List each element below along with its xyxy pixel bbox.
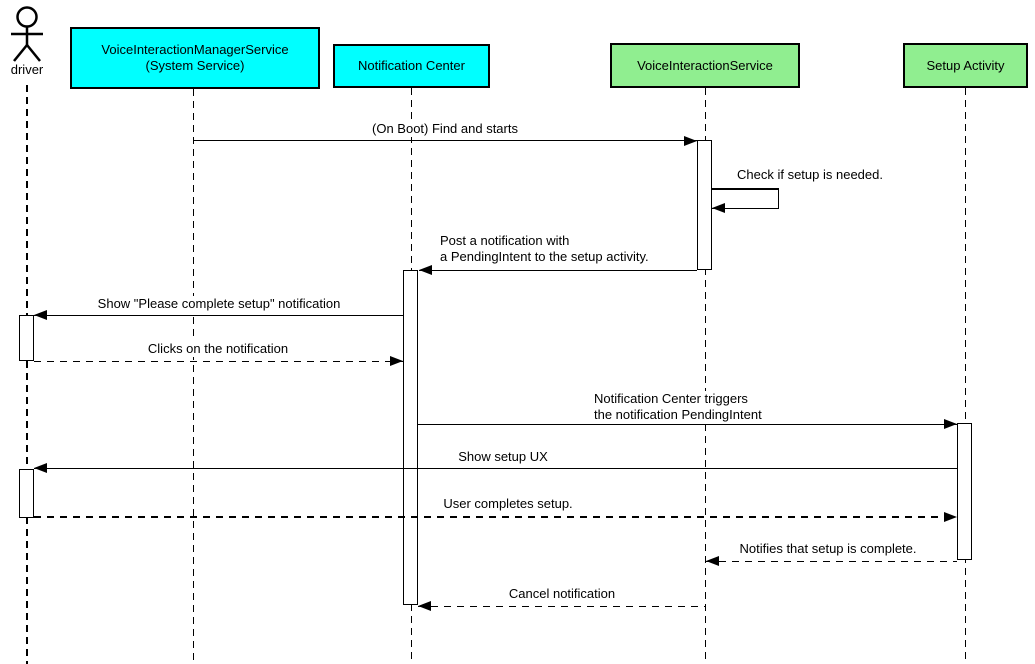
message-line bbox=[777, 188, 779, 208]
arrowhead bbox=[706, 556, 719, 566]
message-label: Check if setup is needed. bbox=[735, 167, 885, 183]
message-label: Show setup UX bbox=[456, 449, 550, 465]
participant-voice-interaction-service: VoiceInteractionService bbox=[610, 43, 800, 88]
activation-voice-interaction-service bbox=[697, 140, 712, 270]
arrowhead bbox=[944, 419, 957, 429]
arrowhead bbox=[419, 265, 432, 275]
message-line bbox=[34, 360, 403, 362]
arrowhead bbox=[712, 203, 725, 214]
participant-label: Setup Activity bbox=[926, 57, 1005, 73]
participant-notification-center: Notification Center bbox=[333, 44, 490, 88]
activation-driver-2 bbox=[19, 469, 34, 518]
message-line bbox=[712, 188, 779, 190]
activation-notification-center bbox=[403, 270, 418, 605]
participant-label: Notification Center bbox=[358, 58, 465, 73]
message-label: Notification Center triggers the notific… bbox=[592, 391, 764, 423]
activation-driver-1 bbox=[19, 315, 34, 361]
lifeline-voice-interaction-manager-service bbox=[192, 89, 194, 664]
participant-label: (System Service) bbox=[145, 58, 245, 73]
message-label: Post a notification with a PendingIntent… bbox=[438, 233, 651, 265]
lifeline-driver bbox=[26, 85, 28, 664]
arrowhead bbox=[944, 511, 957, 522]
activation-setup-activity bbox=[957, 423, 972, 560]
arrowhead bbox=[34, 463, 47, 473]
participant-label: VoiceInteractionManagerService bbox=[101, 42, 289, 57]
message-line bbox=[712, 207, 779, 209]
message-line bbox=[34, 314, 403, 316]
arrowhead bbox=[418, 601, 431, 611]
message-label: Show "Please complete setup" notificatio… bbox=[95, 296, 343, 312]
message-label: (On Boot) Find and starts bbox=[370, 121, 520, 137]
arrowhead bbox=[34, 310, 47, 320]
arrowhead bbox=[390, 356, 403, 366]
message-label: Clicks on the notification bbox=[145, 341, 291, 357]
message-line bbox=[34, 467, 957, 469]
arrowhead bbox=[684, 135, 697, 146]
message-line bbox=[193, 139, 697, 142]
participant-setup-activity: Setup Activity bbox=[903, 43, 1028, 88]
message-label: User completes setup. bbox=[441, 496, 575, 512]
message-line bbox=[418, 423, 957, 425]
message-line bbox=[706, 560, 957, 562]
message-line bbox=[34, 516, 957, 518]
message-line bbox=[418, 605, 705, 607]
message-line bbox=[419, 269, 697, 271]
lifeline-setup-activity bbox=[964, 88, 966, 664]
message-label: Notifies that setup is complete. bbox=[737, 541, 919, 557]
actor-driver-icon bbox=[11, 6, 43, 62]
lifeline-voice-interaction-service bbox=[704, 88, 706, 664]
participant-voice-interaction-manager-service: VoiceInteractionManagerService (System S… bbox=[70, 27, 320, 89]
participant-label: VoiceInteractionService bbox=[637, 57, 773, 73]
actor-label: driver bbox=[8, 62, 46, 78]
message-label: Cancel notification bbox=[506, 586, 618, 602]
